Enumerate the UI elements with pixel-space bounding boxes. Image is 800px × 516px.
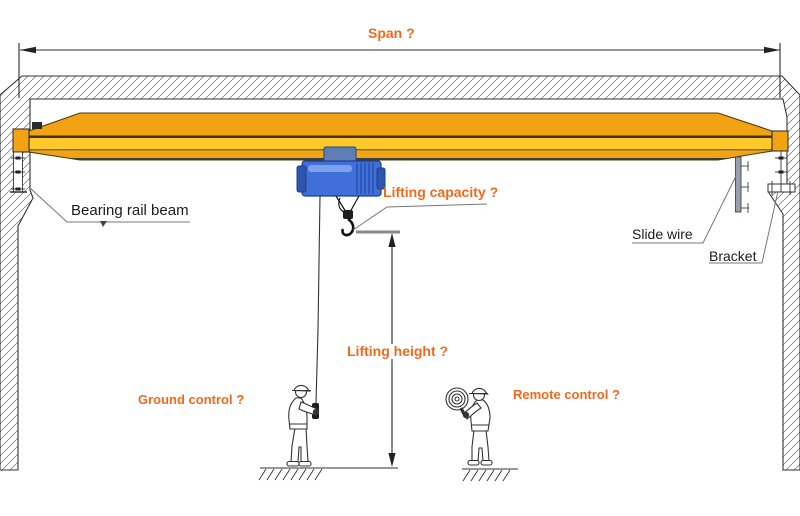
slide-wire-label: Slide wire [632, 226, 693, 242]
foot [480, 459, 493, 466]
leader-lines [29, 175, 779, 264]
bracket-leader-line [709, 190, 779, 264]
wall-bracket [767, 181, 796, 195]
slide-wire-leader-line [632, 175, 737, 244]
motor-ribs [356, 163, 374, 194]
foot [298, 460, 312, 467]
hoist-trolley [296, 146, 386, 197]
end-carriage-left [12, 128, 30, 153]
worker-remote-control [445, 387, 493, 466]
legs [290, 427, 309, 463]
legs [471, 429, 490, 462]
span-arrow-right [764, 46, 780, 54]
span-dimension [18, 43, 781, 98]
ground-line-left [258, 467, 398, 481]
bracket-bolts [775, 151, 787, 192]
hoist-highlight [308, 165, 352, 172]
remote-device-icon [445, 387, 469, 417]
helmet [293, 384, 311, 392]
foot [467, 459, 480, 466]
hook-block [335, 195, 360, 237]
foot [286, 460, 300, 467]
remote-control-label: Remote control ? [513, 387, 620, 402]
slide-wire-rail [735, 156, 749, 213]
height-arrow-top [388, 233, 396, 247]
building-structure [0, 75, 800, 471]
pulley-block [343, 210, 353, 219]
worker-ground-control [286, 384, 320, 467]
bearing-leader-line [29, 187, 190, 223]
span-label: Span ? [368, 25, 415, 41]
height-arrow-bottom [388, 453, 396, 467]
rail-stop [32, 122, 42, 129]
lifting-capacity-label: Lifting capacity ? [383, 184, 499, 200]
bridge-girder [12, 112, 789, 161]
capacity-leader-line [352, 203, 488, 231]
bearing-rail-beam-label: Bearing rail beam [71, 202, 189, 219]
crane-hook-icon [341, 217, 355, 237]
bearing-leader-tick [100, 221, 107, 227]
span-arrow-left [20, 46, 36, 54]
bracket-label: Bracket [709, 248, 757, 264]
ground-control-label: Ground control ? [138, 392, 245, 407]
end-carriage-right [771, 130, 789, 152]
pendant-cable [315, 195, 321, 404]
helmet [471, 387, 489, 395]
lifting-height-label: Lifting height ? [344, 343, 452, 360]
hand [312, 408, 320, 416]
ground-line-right [462, 468, 518, 482]
bearing-rail-beam-bolts [10, 151, 27, 193]
